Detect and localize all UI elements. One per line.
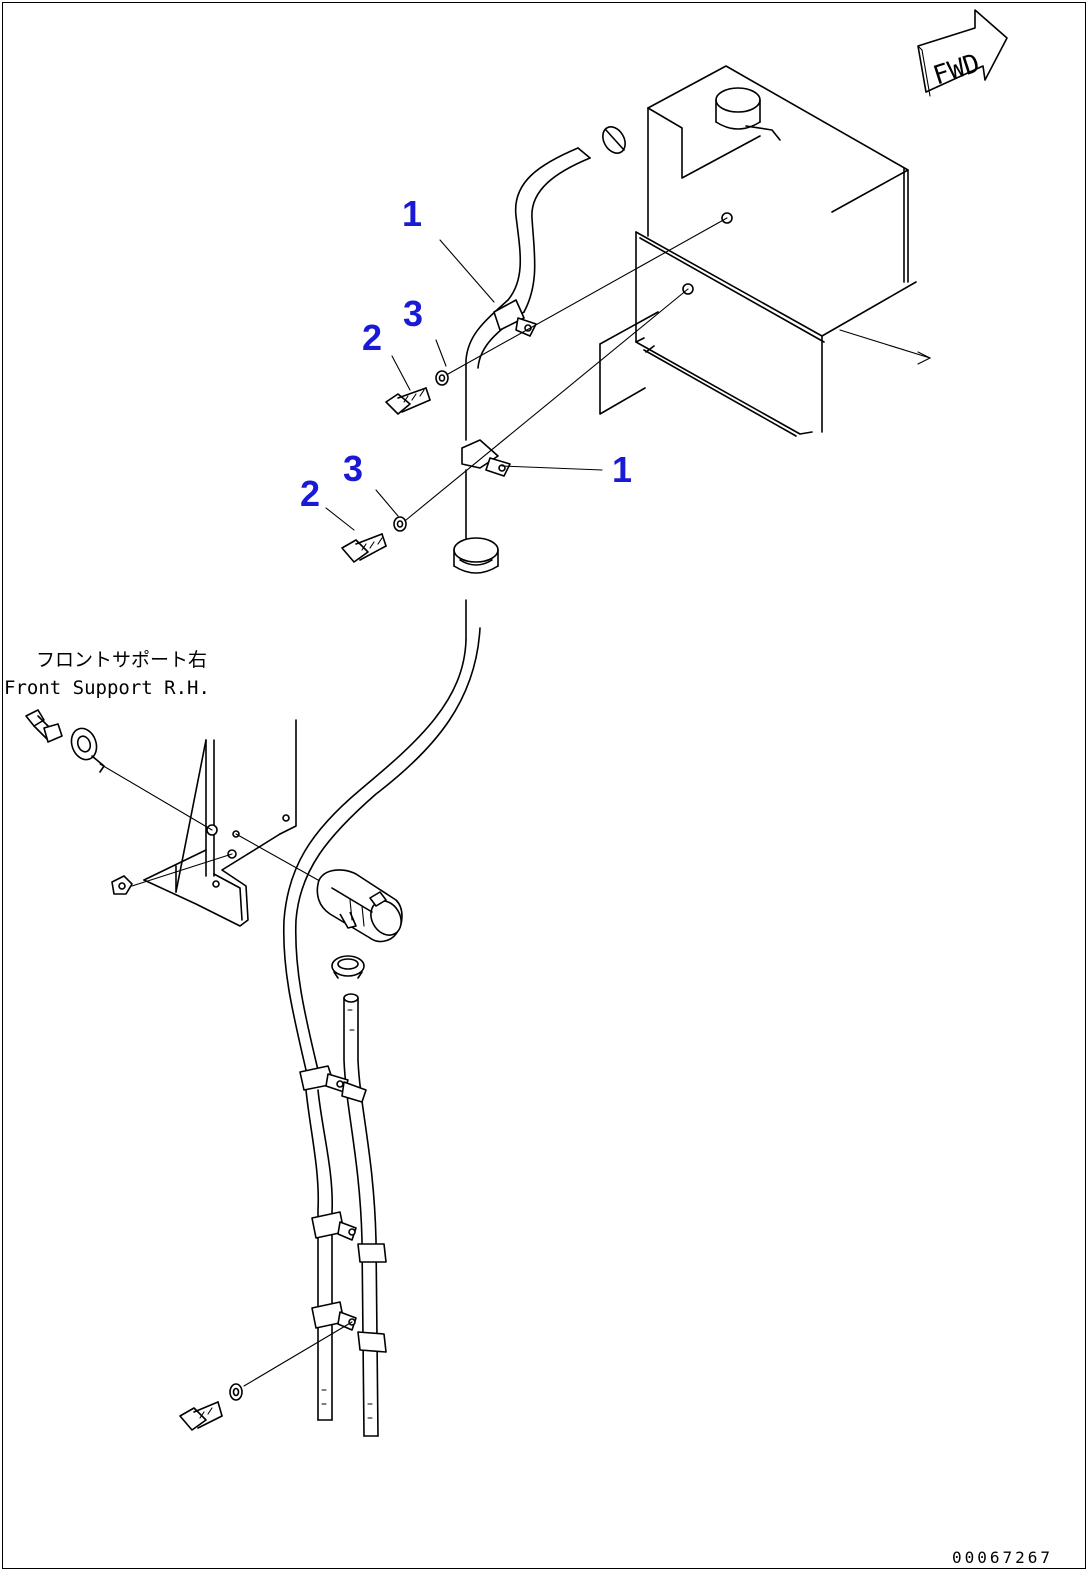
hose-clip-lower-3 — [311, 1301, 387, 1353]
tank-outlet-clamp — [602, 126, 626, 154]
location-label-jp: フロントサポート右 — [36, 649, 207, 671]
hose-clip-lower-1 — [299, 1065, 367, 1103]
bracket-screw — [25, 709, 63, 743]
callout-1-lower: 1 — [612, 449, 632, 490]
leader-2a — [391, 355, 411, 391]
leader-1b — [501, 465, 603, 471]
callout-2-lower: 2 — [300, 473, 320, 514]
bracket-nut — [111, 875, 133, 895]
fwd-arrow-icon: FWD — [917, 9, 1008, 97]
center-line-pump — [235, 833, 319, 881]
center-line-upper — [447, 217, 728, 375]
leader-1a — [439, 239, 495, 303]
washer-lower — [393, 516, 407, 532]
washer-upper — [435, 370, 449, 386]
center-line-nut — [131, 853, 233, 887]
front-support-bracket — [143, 719, 297, 927]
hose-clip-upper — [493, 299, 537, 337]
leader-3a — [435, 339, 447, 367]
callout-3-upper: 3 — [403, 293, 423, 334]
hose-clip-middle — [461, 439, 511, 477]
grommet — [453, 537, 499, 574]
upper-hose — [465, 147, 591, 641]
center-line-lower — [405, 288, 689, 521]
center-line-bottom — [243, 1321, 353, 1387]
washer-tank — [599, 65, 932, 437]
leader-3b — [375, 489, 399, 517]
location-label-en: Front Support R.H. — [4, 677, 210, 699]
callout-1-upper: 1 — [402, 193, 422, 234]
washer-bottom — [229, 1383, 243, 1401]
callout-3-lower: 3 — [343, 448, 363, 489]
main-hose — [282, 627, 481, 1437]
bolt-upper — [385, 387, 431, 415]
pump-outlet-clamp — [331, 955, 365, 979]
hose-clip-lower-2 — [311, 1211, 387, 1263]
bolt-lower — [341, 533, 387, 563]
drawing-number: 00067267 — [952, 1548, 1053, 1567]
leader-2b — [325, 507, 355, 531]
bracket-bushing — [70, 727, 105, 773]
fwd-label: FWD — [930, 48, 984, 91]
center-line-bushing — [99, 763, 213, 831]
bolt-bottom — [179, 1401, 223, 1431]
washer-pump — [316, 869, 403, 943]
callout-2-upper: 2 — [362, 317, 382, 358]
